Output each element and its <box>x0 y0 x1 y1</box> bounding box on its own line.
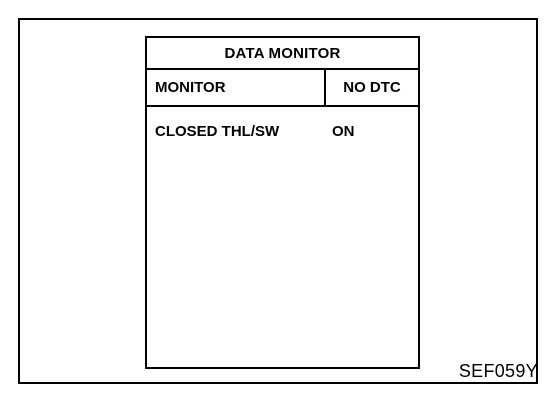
monitor-item-value: ON <box>332 122 355 140</box>
header-monitor: MONITOR <box>147 70 326 105</box>
screen-title-text: DATA MONITOR <box>224 44 341 62</box>
header-row: MONITOR NO DTC <box>147 70 418 107</box>
header-status: NO DTC <box>326 70 418 105</box>
monitor-item-row: CLOSED THL/SW ON <box>147 121 418 141</box>
data-monitor-screen: DATA MONITOR MONITOR NO DTC CLOSED THL/S… <box>145 36 420 369</box>
figure-code: SEF059Y <box>458 361 538 381</box>
header-monitor-label: MONITOR <box>155 79 226 96</box>
monitor-data-area: CLOSED THL/SW ON <box>147 107 418 367</box>
header-status-label: NO DTC <box>343 79 401 96</box>
screen-title: DATA MONITOR <box>147 38 418 70</box>
monitor-item-label: CLOSED THL/SW <box>155 122 280 140</box>
